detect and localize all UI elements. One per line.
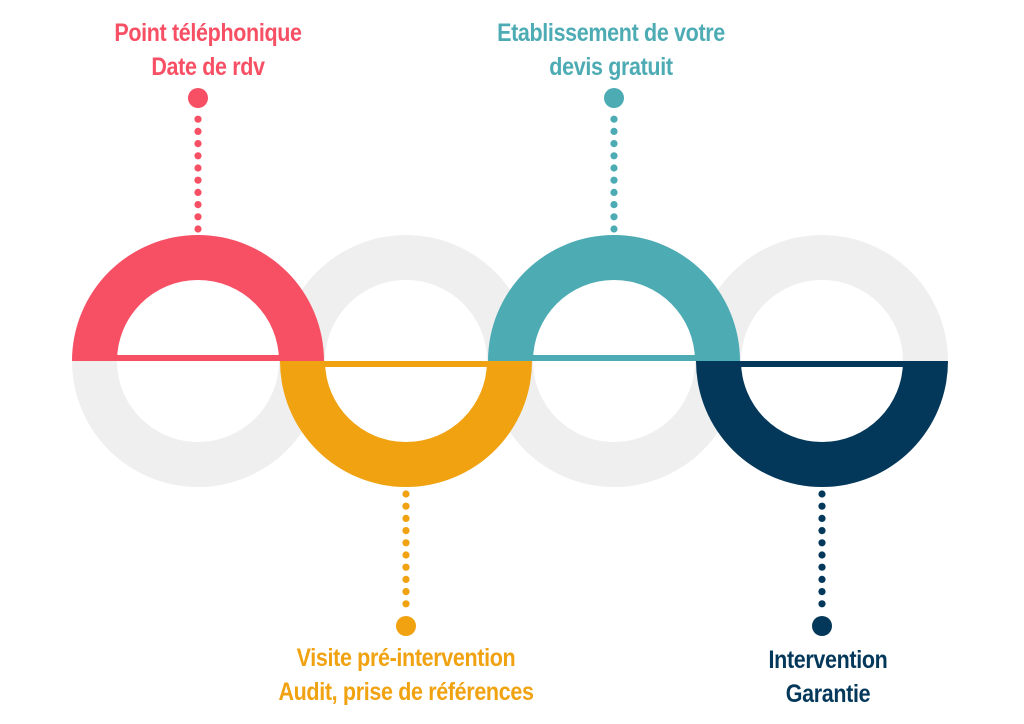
step4-leader-dot <box>818 539 826 547</box>
step3-leader-dot <box>610 140 618 148</box>
step1-leader-dot <box>194 213 202 221</box>
step2-label-line1: Visite pré-intervention <box>296 644 516 672</box>
step1-leader-dot <box>194 152 202 160</box>
step4-leader-dot <box>818 551 826 559</box>
step1-label-line2: Date de rdv <box>151 53 265 81</box>
step1-leader-dot <box>194 201 202 209</box>
step4-leader-dot <box>818 575 826 584</box>
step1-leader-dot <box>194 127 202 135</box>
step1-leader-dot <box>194 140 202 148</box>
step3-leader-dot <box>610 152 618 160</box>
step2-leader-dot <box>402 563 410 571</box>
step1-leader-dot <box>194 115 202 123</box>
step4-leader-dot <box>818 527 826 535</box>
step4-connector-bar <box>740 361 904 367</box>
step3-marker-dot <box>604 88 624 108</box>
step3-leader-dot <box>610 201 618 209</box>
step2-leader-dot <box>402 551 410 559</box>
step1-connector-bar <box>116 355 280 361</box>
step2-marker-dot <box>396 616 416 636</box>
step2-leader-dot <box>402 575 410 584</box>
step1-leader-dot <box>194 176 202 184</box>
step2-inactive-half-ring <box>280 235 532 361</box>
step3-leader-dot <box>610 164 618 172</box>
step3-leader-dot <box>610 188 618 196</box>
step1-leader-dot <box>194 188 202 196</box>
step4-label: Intervention Garantie <box>690 643 965 711</box>
step4-leader-dot <box>818 490 826 498</box>
step4-label-line1: Intervention <box>768 646 888 674</box>
step4-leader-dot <box>818 502 826 510</box>
step2-leader-dot <box>402 539 410 547</box>
step2-connector-bar <box>324 361 488 367</box>
step2-leader-dot <box>402 514 410 523</box>
step4-marker-dot <box>812 616 832 636</box>
step2-leader-dot <box>402 600 410 608</box>
step4-half-ring <box>696 361 948 487</box>
step3-label-line2: devis gratuit <box>549 53 673 81</box>
step1-leader-dot <box>194 225 202 233</box>
step1-label-line1: Point téléphonique <box>114 19 302 47</box>
step4-inactive-half-ring <box>696 235 948 361</box>
step2-label-line2: Audit, prise de références <box>278 678 534 706</box>
step1-inactive-half-ring <box>72 361 324 487</box>
step3-label: Etablissement de votre devis gratuit <box>473 16 748 84</box>
step4-label-line2: Garantie <box>785 680 871 708</box>
step4-leader-dot <box>818 600 826 608</box>
step2-leader-dot <box>402 490 410 498</box>
step4-leader-dot <box>818 514 826 523</box>
step3-half-ring <box>488 235 740 361</box>
step2-label: Visite pré-intervention Audit, prise de … <box>268 641 543 709</box>
step2-leader-dot <box>402 588 410 596</box>
step3-leader-dot <box>610 115 618 123</box>
step3-leader-dot <box>610 213 618 221</box>
step3-connector-bar <box>532 355 696 361</box>
step1-marker-dot <box>188 88 208 108</box>
step2-half-ring <box>280 361 532 487</box>
step2-leader-dot <box>402 502 410 510</box>
step1-half-ring <box>72 235 324 361</box>
step3-inactive-half-ring <box>488 361 740 487</box>
step2-leader-dot <box>402 527 410 535</box>
step4-leader-dot <box>818 588 826 596</box>
step4-leader-dot <box>818 563 826 571</box>
step3-leader-dot <box>610 176 618 184</box>
step1-label: Point téléphonique Date de rdv <box>70 16 345 84</box>
step1-leader-dot <box>194 164 202 172</box>
step3-leader-dot <box>610 225 618 233</box>
step3-leader-dot <box>610 127 618 135</box>
step3-label-line1: Etablissement de votre <box>497 19 725 47</box>
